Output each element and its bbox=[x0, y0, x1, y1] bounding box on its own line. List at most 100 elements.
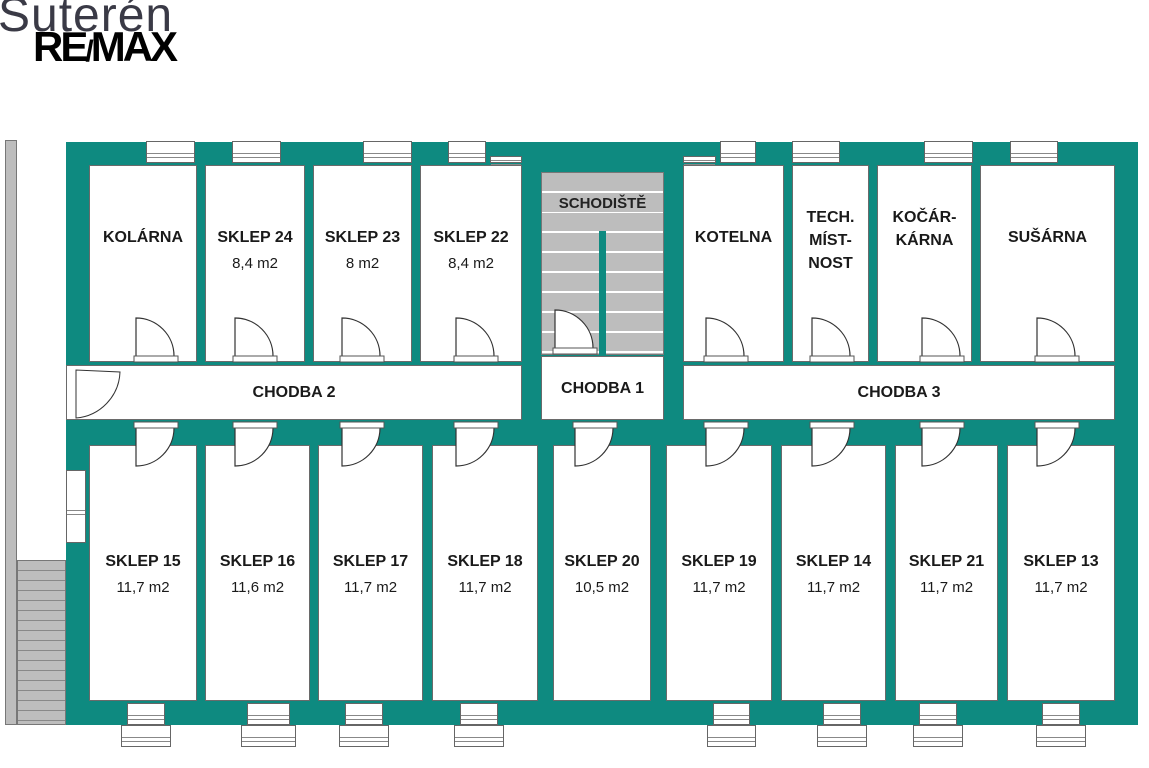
room-top-6: KOČÁR- KÁRNA bbox=[877, 165, 972, 362]
door-threshold bbox=[552, 347, 598, 355]
window bbox=[363, 141, 412, 163]
door-swing-icon bbox=[75, 369, 121, 419]
window bbox=[707, 725, 756, 747]
window bbox=[127, 703, 165, 725]
room-bottom-3: SKLEP 18 11,7 m2 bbox=[432, 445, 538, 701]
room-label: KOTELNA bbox=[694, 229, 773, 246]
room-label: CHODBA 3 bbox=[857, 384, 941, 401]
remax-logo: RE/MAX bbox=[33, 23, 178, 70]
room-area: 11,7 m2 bbox=[806, 579, 861, 596]
room-label: SKLEP 14 bbox=[795, 553, 872, 570]
door-swing-icon bbox=[341, 317, 381, 357]
room-area: 8 m2 bbox=[345, 255, 380, 272]
window bbox=[454, 725, 504, 747]
window bbox=[823, 703, 861, 725]
door-swing-icon bbox=[455, 427, 495, 467]
door-swing-icon bbox=[554, 309, 594, 349]
door-swing-icon bbox=[921, 317, 961, 357]
room-bottom-0: SKLEP 15 11,7 m2 bbox=[89, 445, 197, 701]
room-label: SKLEP 24 bbox=[217, 229, 293, 246]
window bbox=[490, 156, 522, 165]
door-threshold bbox=[703, 355, 749, 363]
room-label: SKLEP 17 bbox=[332, 553, 409, 570]
door-swing-icon bbox=[135, 317, 175, 357]
door-threshold bbox=[133, 355, 179, 363]
window bbox=[1036, 725, 1086, 747]
room-label: SKLEP 16 bbox=[219, 553, 296, 570]
window bbox=[121, 725, 171, 747]
door-swing-icon bbox=[811, 427, 851, 467]
room-area: 8,4 m2 bbox=[232, 255, 278, 272]
door-threshold bbox=[339, 355, 385, 363]
door-swing-icon bbox=[1036, 427, 1076, 467]
room-area: 11,7 m2 bbox=[458, 579, 512, 596]
window bbox=[1010, 141, 1058, 163]
door-swing-icon bbox=[921, 427, 961, 467]
door-swing-icon bbox=[1036, 317, 1076, 357]
room-area: 10,5 m2 bbox=[574, 579, 630, 596]
room-label: TECH. MÍST- NOST bbox=[806, 209, 855, 272]
window bbox=[241, 725, 296, 747]
window bbox=[713, 703, 750, 725]
door-threshold bbox=[453, 421, 499, 429]
room-label: SKLEP 22 bbox=[433, 229, 509, 246]
floor-title: Suterén bbox=[0, 0, 174, 42]
room-label: KOLÁRNA bbox=[103, 229, 183, 246]
room-bottom-2: SKLEP 17 11,7 m2 bbox=[318, 445, 423, 701]
door-threshold bbox=[133, 421, 179, 429]
door-swing-icon bbox=[574, 427, 614, 467]
door-swing-icon bbox=[455, 317, 495, 357]
door-swing-icon bbox=[705, 427, 745, 467]
door-swing-icon bbox=[135, 427, 175, 467]
window bbox=[913, 725, 963, 747]
door-threshold bbox=[703, 421, 749, 429]
door-threshold bbox=[809, 355, 855, 363]
door-threshold bbox=[572, 421, 618, 429]
door-threshold bbox=[809, 421, 855, 429]
door-swing-icon bbox=[234, 427, 274, 467]
window bbox=[232, 141, 281, 163]
window bbox=[448, 141, 486, 163]
door-threshold bbox=[1034, 355, 1080, 363]
door-threshold bbox=[1034, 421, 1080, 429]
room-label: SKLEP 18 bbox=[447, 553, 523, 570]
door-threshold bbox=[919, 355, 965, 363]
room-label: CHODBA 1 bbox=[561, 379, 644, 397]
corridor-2: CHODBA 3 bbox=[683, 365, 1115, 420]
window bbox=[66, 470, 86, 543]
room-area: 11,6 m2 bbox=[230, 579, 285, 596]
window bbox=[345, 703, 383, 725]
room-label: KOČÁR- KÁRNA bbox=[892, 209, 957, 249]
window bbox=[339, 725, 389, 747]
room-label: SUŠÁRNA bbox=[1007, 229, 1088, 246]
room-area: 11,7 m2 bbox=[343, 579, 398, 596]
room-area: 8,4 m2 bbox=[448, 255, 494, 272]
room-label: SKLEP 21 bbox=[908, 553, 985, 570]
corridor-0: CHODBA 2 bbox=[66, 365, 522, 420]
room-area: 11,7 m2 bbox=[116, 579, 170, 596]
room-label: CHODBA 2 bbox=[252, 384, 336, 401]
door-swing-icon bbox=[234, 317, 274, 357]
window bbox=[683, 156, 716, 165]
window bbox=[924, 141, 973, 163]
room-bottom-4: SKLEP 20 10,5 m2 bbox=[553, 445, 651, 701]
corridor-1: CHODBA 1 bbox=[541, 356, 664, 420]
window bbox=[247, 703, 290, 725]
window bbox=[720, 141, 756, 163]
room-label: SKLEP 20 bbox=[564, 553, 640, 570]
room-label: SKLEP 15 bbox=[105, 553, 181, 570]
door-swing-icon bbox=[705, 317, 745, 357]
room-bottom-1: SKLEP 16 11,6 m2 bbox=[205, 445, 310, 701]
door-threshold bbox=[453, 355, 499, 363]
door-swing-icon bbox=[341, 427, 381, 467]
door-threshold bbox=[232, 355, 278, 363]
window bbox=[919, 703, 957, 725]
staircase-label: SCHODIŠTĚ bbox=[542, 195, 663, 212]
window bbox=[460, 703, 498, 725]
door-threshold bbox=[232, 421, 278, 429]
window bbox=[146, 141, 195, 163]
